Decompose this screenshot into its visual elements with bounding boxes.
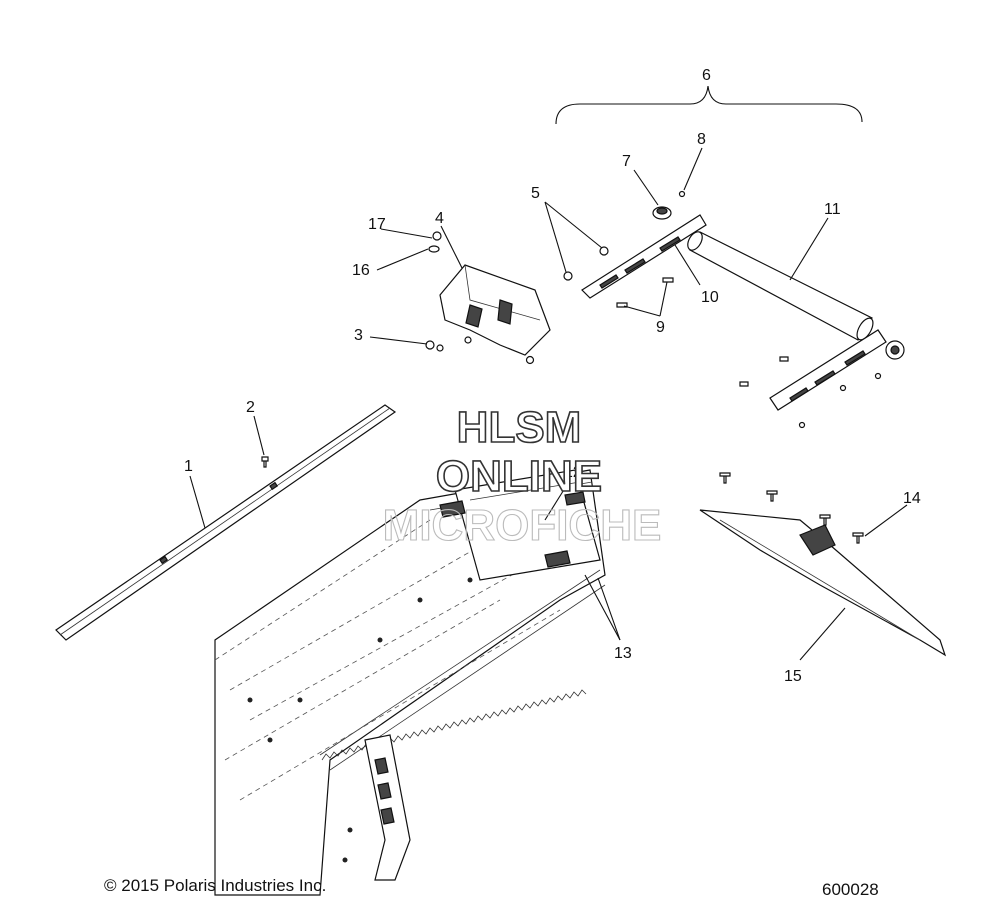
callout-14: 14 — [903, 490, 921, 507]
callout-3: 3 — [354, 327, 363, 344]
watermark-line-2: ONLINE — [436, 452, 602, 501]
part-12-plate — [439, 469, 601, 581]
leader-lines — [189, 147, 908, 661]
callout-17: 17 — [368, 216, 386, 233]
callout-2: 2 — [246, 399, 255, 416]
part-14-bolts — [719, 472, 864, 544]
copyright-notice: © 2015 Polaris Industries Inc. — [104, 876, 327, 895]
watermark-line-1: HLSM — [457, 403, 582, 452]
callout-13: 13 — [614, 645, 632, 662]
part-2-bolt — [261, 456, 269, 468]
callout-10: 10 — [701, 289, 719, 306]
callout-1: 1 — [184, 458, 193, 475]
callout-11: 11 — [824, 201, 841, 218]
callout-6: 6 — [702, 67, 711, 84]
part-10-arm-upper — [581, 206, 707, 299]
fasteners-3-16-17 — [425, 231, 444, 352]
diagram-number: 600028 — [822, 880, 879, 899]
part-11-tube — [687, 231, 874, 341]
callout-4: 4 — [435, 210, 444, 227]
part-4-housing — [439, 264, 551, 365]
watermark: HLSM ONLINE MICROFICHE — [382, 402, 662, 550]
part-15-bracket — [699, 509, 947, 657]
arm-lower — [739, 329, 905, 429]
callout-7: 7 — [622, 153, 631, 170]
group-6-brace — [555, 85, 863, 125]
vehicle-frame — [214, 469, 606, 896]
callout-5: 5 — [531, 185, 540, 202]
callout-12: 12 — [564, 464, 582, 481]
callouts: 1 2 3 4 5 6 7 8 9 10 11 12 13 14 15 16 1… — [184, 67, 921, 685]
callout-15: 15 — [784, 668, 802, 685]
watermark-line-3: MICROFICHE — [383, 501, 662, 550]
callout-16: 16 — [352, 262, 370, 279]
part-1-rail — [55, 404, 397, 641]
callout-9: 9 — [656, 319, 665, 336]
callout-8: 8 — [697, 131, 706, 148]
